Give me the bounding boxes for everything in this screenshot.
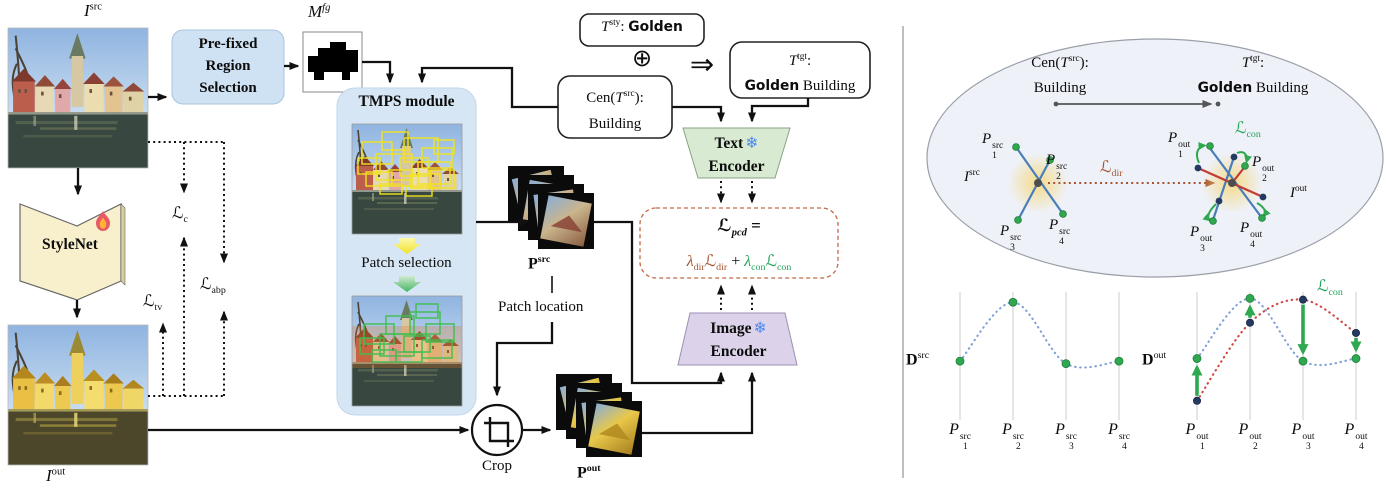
d-out-label: Dout — [1142, 350, 1167, 369]
content-loss-label: ℒc — [172, 203, 188, 226]
image-encoder-label: Image❄ Encoder — [710, 318, 767, 360]
plot-con-loss-label: ℒcon — [1317, 276, 1343, 299]
patch-selection-arrow-icon — [393, 238, 421, 292]
frozen-snowflake-icon: ❄ — [753, 318, 767, 337]
prefixed-region-selection-label: Pre-fixed Region Selection — [198, 36, 258, 96]
foreground-mask-image — [302, 31, 363, 93]
style-text-label: Tsty: Golden — [601, 18, 683, 35]
flow-arrows — [73, 60, 810, 435]
plot-out — [1191, 292, 1362, 420]
stylenet-shape — [19, 203, 126, 301]
loss-dotted-lines — [148, 141, 756, 397]
dir-loss-label: ℒdir — [1100, 157, 1123, 180]
text-encoder-shape — [682, 127, 791, 179]
pcd-loss-box — [639, 207, 839, 279]
ellipse-target-text-label: Ttgt: Golden Building — [1197, 54, 1309, 96]
style-text-box — [579, 13, 705, 47]
source-image — [6, 26, 150, 170]
frozen-snowflake-icon: ❄ — [745, 133, 759, 152]
pcd-loss-equation: ℒpcd = λdirℒdir + λconℒcon — [686, 216, 792, 274]
implies-icon: ⇒ — [689, 47, 715, 81]
source-cluster — [1008, 143, 1068, 224]
text-direction-arrow — [1053, 100, 1221, 108]
embedding-space-ellipse — [926, 38, 1384, 278]
ellipse-output-image-label: Iout — [1290, 184, 1307, 201]
tmps-candidate-patches-image — [351, 123, 463, 235]
text-encoder-label: Text❄ Encoder — [708, 133, 765, 175]
patch-selection-label: Patch selection — [361, 255, 452, 271]
source-image-label: Isrc — [84, 1, 102, 20]
crop-icon — [470, 403, 524, 457]
tv-loss-label: ℒtv — [143, 291, 163, 314]
abp-loss-label: ℒabp — [200, 274, 226, 297]
patch-location-label: Patch location — [498, 299, 584, 315]
target-text-box — [729, 41, 871, 99]
crop-label: Crop — [482, 458, 512, 474]
tmps-module-title: TMPS module — [358, 93, 455, 110]
source-patches-label: Psrc — [528, 254, 551, 273]
target-text-label: Ttgt: Golden Building — [744, 52, 856, 94]
ellipse-source-class-label: Cen(Tsrc): Building — [1031, 54, 1089, 96]
flame-icon — [96, 211, 110, 231]
output-patches-label: Pout — [577, 463, 601, 482]
source-patch-stack — [508, 166, 594, 249]
source-class-label: Cen(Tsrc): Building — [586, 89, 644, 132]
oplus-icon: ⊕ — [631, 44, 653, 72]
output-patch-stack — [556, 374, 642, 457]
output-cluster — [1194, 142, 1271, 225]
stylenet-label: StyleNet — [42, 236, 98, 253]
con-loss-label: ℒcon — [1235, 118, 1261, 141]
tmps-selected-patches-image — [351, 295, 463, 407]
output-image — [6, 323, 150, 467]
d-src-label: Dsrc — [906, 350, 930, 369]
mask-label: Mfg — [308, 2, 331, 21]
output-image-label: Iout — [46, 466, 66, 485]
plot-src — [955, 292, 1124, 420]
image-encoder-shape — [677, 312, 798, 366]
ellipse-source-image-label: Isrc — [964, 168, 980, 185]
